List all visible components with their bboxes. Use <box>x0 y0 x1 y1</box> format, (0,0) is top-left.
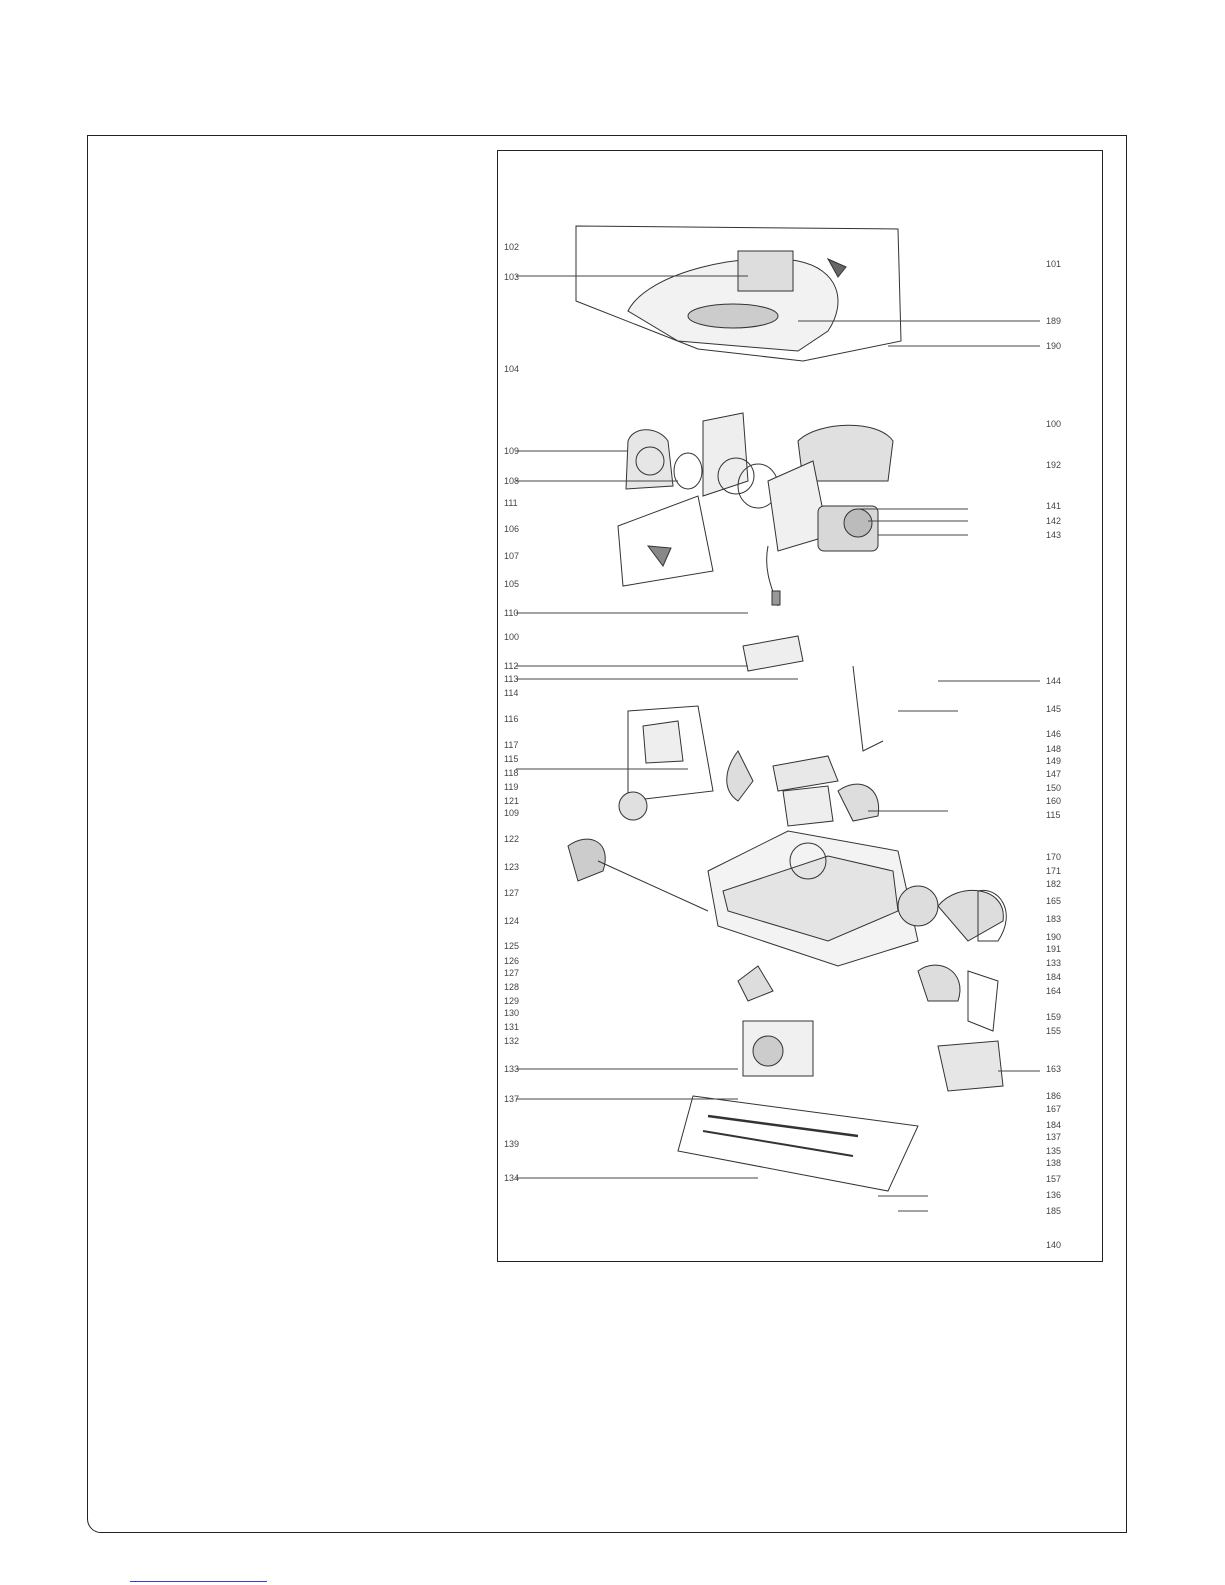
callout-label-right: 101 <box>1046 259 1061 269</box>
callout-label-right: 182 <box>1046 879 1061 889</box>
callout-label-left: 102 <box>504 242 519 252</box>
footer-link-underline <box>130 1581 267 1582</box>
callout-label-right: 145 <box>1046 704 1061 714</box>
callout-label-left: 130 <box>504 1008 519 1018</box>
callout-label-right: 155 <box>1046 1026 1061 1036</box>
callout-label-right: 100 <box>1046 419 1061 429</box>
callout-label-left: 139 <box>504 1139 519 1149</box>
callout-label-right: 146 <box>1046 729 1061 739</box>
callout-label-left: 127 <box>504 968 519 978</box>
callout-label-left: 122 <box>504 834 519 844</box>
callout-label-right: 148 <box>1046 744 1061 754</box>
callout-label-right: 144 <box>1046 676 1061 686</box>
callout-label-right: 189 <box>1046 316 1061 326</box>
callout-label-right: 184 <box>1046 1120 1061 1130</box>
callout-label-right: 115 <box>1046 810 1060 820</box>
callout-label-left: 115 <box>504 754 518 764</box>
callout-label-right: 159 <box>1046 1012 1061 1022</box>
callout-label-right: 170 <box>1046 852 1061 862</box>
callout-label-right: 167 <box>1046 1104 1061 1114</box>
callout-label-right: 140 <box>1046 1240 1061 1250</box>
callout-label-right: 190 <box>1046 341 1061 351</box>
callout-label-right: 192 <box>1046 460 1061 470</box>
callout-label-right: 184 <box>1046 972 1061 982</box>
callout-label-left: 114 <box>504 688 518 698</box>
callout-label-right: 135 <box>1046 1146 1061 1156</box>
callout-label-left: 124 <box>504 916 519 926</box>
callout-label-right: 137 <box>1046 1132 1061 1142</box>
callout-label-left: 100 <box>504 632 519 642</box>
callout-label-left: 109 <box>504 446 519 456</box>
callout-label-left: 106 <box>504 524 519 534</box>
motor-assembly-part <box>737 424 894 607</box>
leader-lines <box>516 275 1040 1212</box>
callout-label-left: 125 <box>504 941 519 951</box>
callout-label-left: 137 <box>504 1094 519 1104</box>
switch-bracket-part <box>618 635 884 827</box>
callout-label-right: 157 <box>1046 1174 1061 1184</box>
callout-label-left: 132 <box>504 1036 519 1046</box>
callout-label-right: 149 <box>1046 756 1061 766</box>
callout-label-left: 108 <box>504 476 519 486</box>
callout-label-left: 118 <box>504 768 518 778</box>
callout-label-left: 134 <box>504 1173 519 1183</box>
callout-label-left: 128 <box>504 982 519 992</box>
callout-label-left: 103 <box>504 272 519 282</box>
callout-label-left: 111 <box>504 498 518 508</box>
callout-label-right: 147 <box>1046 769 1061 779</box>
base-chassis-part <box>567 830 1007 967</box>
callout-label-left: 119 <box>504 782 518 792</box>
callout-label-right: 165 <box>1046 896 1061 906</box>
callout-label-right: 190 <box>1046 932 1061 942</box>
page-border <box>87 135 1127 1533</box>
callout-label-left: 110 <box>504 608 518 618</box>
callout-label-left: 104 <box>504 364 519 374</box>
callout-label-left: 129 <box>504 996 519 1006</box>
callout-label-left: 131 <box>504 1022 519 1032</box>
callout-label-left: 126 <box>504 956 519 966</box>
callout-label-left: 113 <box>504 674 518 684</box>
callout-label-left: 112 <box>504 661 518 671</box>
callout-label-right: 136 <box>1046 1190 1061 1200</box>
callout-label-left: 121 <box>504 796 519 806</box>
callout-label-right: 185 <box>1046 1206 1061 1216</box>
callout-label-left: 123 <box>504 862 519 872</box>
callout-label-right: 142 <box>1046 516 1061 526</box>
callout-label-left: 133 <box>504 1064 519 1074</box>
callout-label-left: 109 <box>504 808 519 818</box>
callout-label-right: 191 <box>1046 944 1061 954</box>
callout-label-right: 150 <box>1046 783 1061 793</box>
callout-label-right: 186 <box>1046 1091 1061 1101</box>
callout-label-left: 107 <box>504 551 519 561</box>
callout-label-right: 183 <box>1046 914 1061 924</box>
exploded-parts-diagram: 102 103 104 109 108 111 106 107 105 110 100 112 113 1… <box>497 150 1103 1262</box>
left-housing-parts <box>617 412 755 587</box>
hood-cover-part <box>575 225 902 362</box>
brushroll-belt-part <box>677 964 1004 1192</box>
callout-label-left: 105 <box>504 579 519 589</box>
callout-label-right: 143 <box>1046 530 1061 540</box>
callout-label-right: 164 <box>1046 986 1061 996</box>
callout-label-right: 133 <box>1046 958 1061 968</box>
callout-label-left: 116 <box>504 714 518 724</box>
callout-label-right: 171 <box>1046 866 1061 876</box>
callout-label-right: 163 <box>1046 1064 1061 1074</box>
callout-label-right: 141 <box>1046 501 1061 511</box>
callout-label-right: 160 <box>1046 796 1061 806</box>
callout-label-left: 127 <box>504 888 519 898</box>
callout-label-right: 138 <box>1046 1158 1061 1168</box>
callout-label-left: 117 <box>504 740 518 750</box>
